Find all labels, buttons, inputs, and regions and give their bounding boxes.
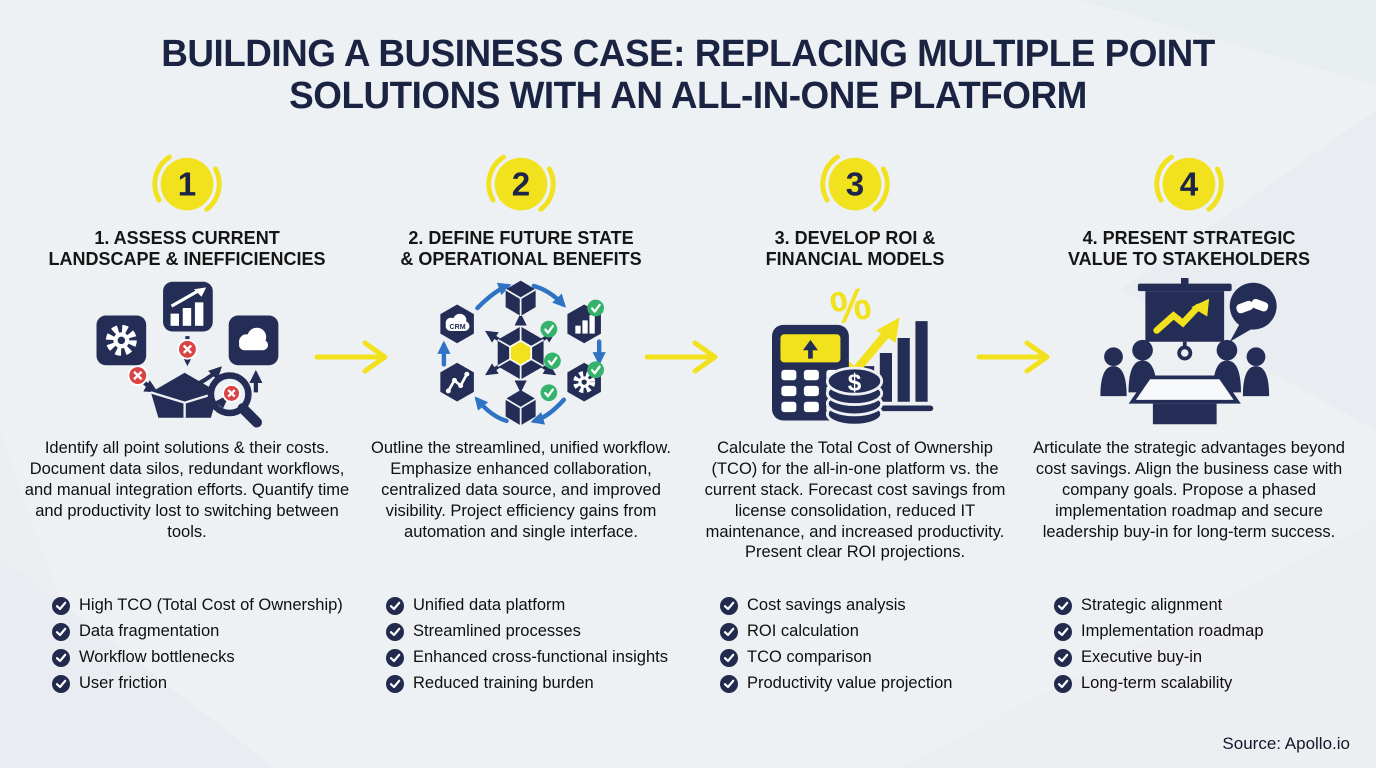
step-1-number: 1 [178,167,196,204]
step-column-1: 1 1. ASSESS CURRENT LANDSCAPE & INEFFICI… [24,146,350,700]
step-1-description: Identify all point solutions & their cos… [24,439,350,541]
step-3-description: Calculate the Total Cost of Ownership (T… [704,439,1006,562]
step-3-bullets: Cost savings analysis ROI calculation TC… [692,596,1018,699]
check-circle-icon [52,623,70,642]
step-2-title: 2. DEFINE FUTURE STATE & OPERATIONAL BEN… [400,228,642,270]
roi-calculator-icon: % [771,278,933,428]
crm-hexagon-icon: CRM [440,304,475,344]
check-circle-icon [720,623,738,642]
bullet-item: Unified data platform [386,596,684,616]
check-circle-icon [52,674,70,693]
step-4-description: Articulate the strategic advantages beyo… [1033,439,1345,541]
step-1-bullets: High TCO (Total Cost of Ownership) Data … [24,596,350,699]
step-2-number: 2 [512,167,530,204]
check-circle-icon [386,623,404,642]
check-circle-icon [52,597,70,616]
bullet-item: Strategic alignment [1054,596,1352,616]
step-1-title: 1. ASSESS CURRENT LANDSCAPE & INEFFICIEN… [48,228,326,270]
flow-arrow-icon [644,340,718,374]
gear-icon [105,325,137,357]
handshake-bubble-icon [1229,283,1277,343]
page-title: BUILDING A BUSINESS CASE: REPLACING MULT… [161,33,1215,117]
bullet-item: Streamlined processes [386,622,684,642]
bullet-item: Data fragmentation [52,622,350,642]
stakeholder-meeting-icon [1099,278,1277,425]
percent-icon: % [826,278,874,334]
step-column-3: 3 3. DEVELOP ROI & FINANCIAL MODELS % [692,146,1018,700]
flow-arrow-icon [314,340,388,374]
cycle-arrows-icon [437,283,607,426]
bar-chart-icon [170,287,206,327]
check-circle-icon [1054,623,1072,642]
step-2-description: Outline the streamlined, unified workflo… [371,439,671,541]
fragmented-tools-audit-icon [96,282,278,428]
check-circle-icon [386,649,404,668]
step-column-4: 4 4. PRESENT STRATEGIC VALUE TO STAKEHOL… [1026,146,1352,700]
check-circle-icon [1054,674,1072,693]
error-x-icon [221,384,241,404]
bullet-item: TCO comparison [720,648,1018,668]
trend-hexagon-icon [440,363,475,402]
check-circle-icon [52,649,70,668]
envelope-icon [150,373,218,419]
bullet-item: High TCO (Total Cost of Ownership) [52,596,350,616]
data-cube-icon [505,281,537,317]
step-3-title: 3. DEVELOP ROI & FINANCIAL MODELS [765,228,945,270]
bullet-item: Executive buy-in [1054,648,1352,668]
step-4-number-badge: 4 [1154,149,1224,219]
check-circle-icon [720,597,738,616]
bullet-item: Productivity value projection [720,674,1018,694]
flow-arrow-icon [976,340,1050,374]
step-1-number-badge: 1 [152,149,222,219]
source-attribution: Source: Apollo.io [1222,734,1350,753]
coin-stack-icon: $ [825,367,883,428]
green-check-icon [540,300,605,402]
step-3-number-badge: 3 [820,149,890,219]
unified-platform-hub-icon: CRM [437,281,607,426]
bullet-item: Workflow bottlenecks [52,648,350,668]
step-4-number: 4 [1180,167,1199,204]
bullet-item: Reduced training burden [386,674,684,694]
bullet-item: Enhanced cross-functional insights [386,648,684,668]
error-x-icon [176,339,198,361]
bullet-item: Implementation roadmap [1054,622,1352,642]
steps-row: 1 1. ASSESS CURRENT LANDSCAPE & INEFFICI… [24,146,1352,700]
bullet-item: ROI calculation [720,622,1018,642]
check-circle-icon [1054,597,1072,616]
step-column-2: 2 2. DEFINE FUTURE STATE & OPERATIONAL B… [358,146,684,700]
check-circle-icon [720,674,738,693]
cloud-icon [238,328,268,351]
step-2-bullets: Unified data platform Streamlined proces… [358,596,684,699]
dollar-icon: $ [847,370,861,397]
step-2-number-badge: 2 [486,149,556,219]
check-circle-icon [1054,649,1072,668]
step-4-title: 4. PRESENT STRATEGIC VALUE TO STAKEHOLDE… [1067,228,1310,270]
presentation-board-icon [1137,278,1232,361]
bullet-item: Long-term scalability [1054,674,1352,694]
step-3-number: 3 [846,167,864,204]
svg-text:CRM: CRM [450,325,466,332]
data-cube-icon [505,390,537,426]
meeting-table-icon [1128,375,1241,425]
error-x-icon [127,365,148,387]
check-circle-icon [386,597,404,616]
bullet-item: User friction [52,674,350,694]
check-circle-icon [720,649,738,668]
check-circle-icon [386,674,404,693]
step-4-bullets: Strategic alignment Implementation roadm… [1026,596,1352,699]
bullet-item: Cost savings analysis [720,596,1018,616]
